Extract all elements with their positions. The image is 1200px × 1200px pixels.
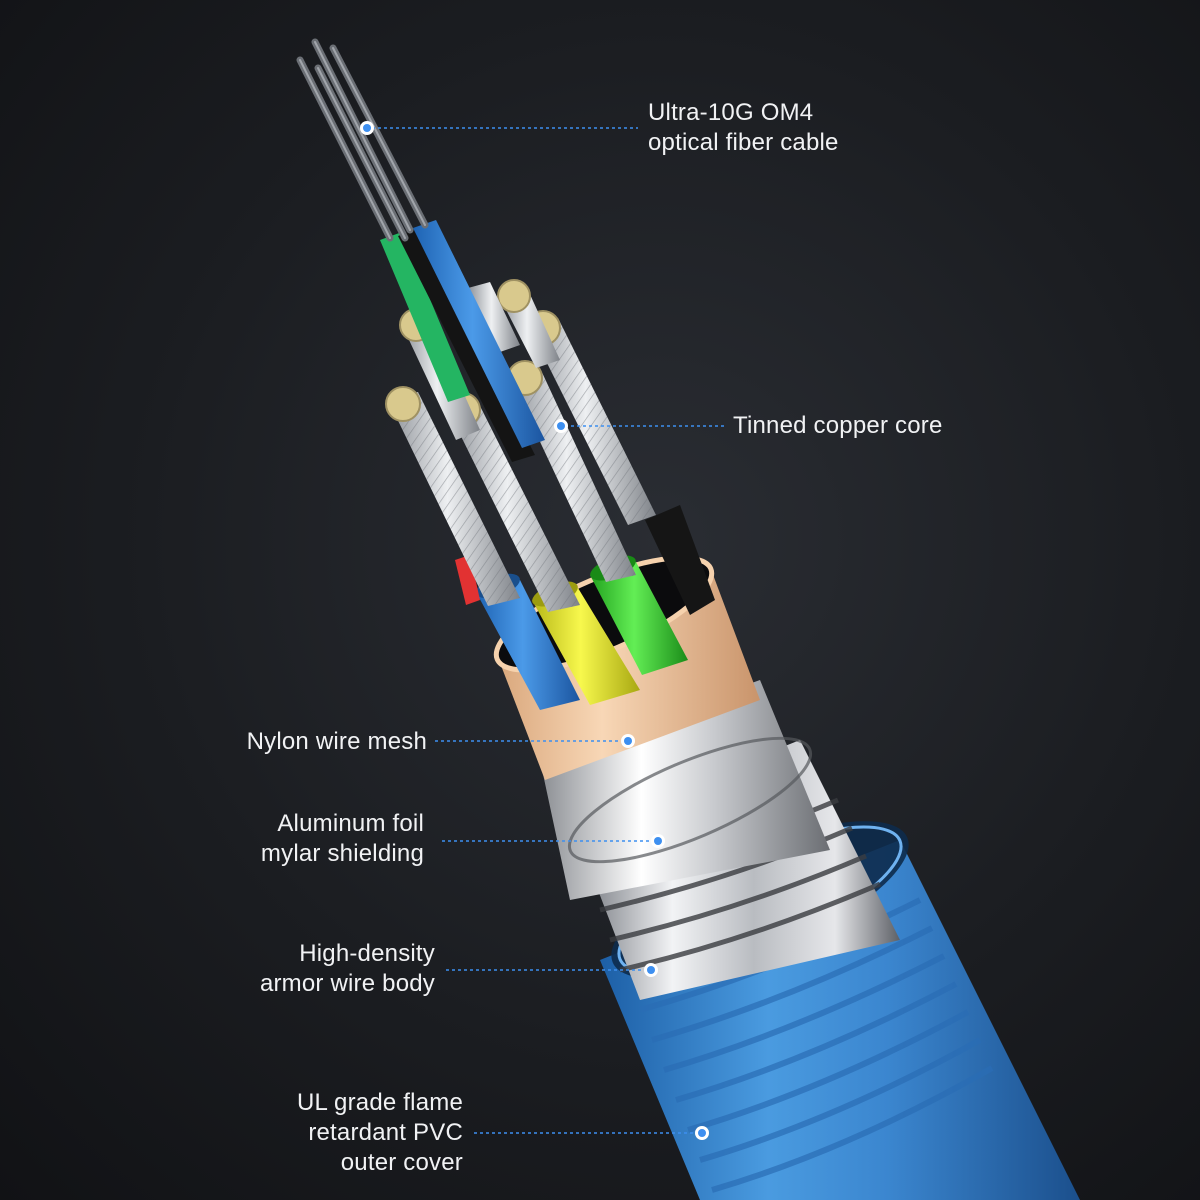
callout-dot-foil xyxy=(651,834,665,848)
label-line: optical fiber cable xyxy=(648,129,839,156)
callout-dot-pvc xyxy=(695,1126,709,1140)
label-aluminum-foil: Aluminum foil mylar shielding xyxy=(261,809,424,869)
callout-dot-nylon xyxy=(621,734,635,748)
optical-fiber-cable xyxy=(296,38,545,462)
callout-dots xyxy=(360,121,709,1140)
label-pvc-outer-cover: UL grade flame retardant PVC outer cover xyxy=(297,1088,463,1178)
label-line: armor wire body xyxy=(259,970,435,997)
label-line: mylar shielding xyxy=(260,840,424,867)
label-armor-wire-body: High-density armor wire body xyxy=(260,939,435,999)
label-line: Nylon wire mesh xyxy=(246,728,427,755)
label-nylon-wire-mesh: Nylon wire mesh xyxy=(247,727,427,757)
label-line: UL grade flame xyxy=(297,1089,463,1116)
label-optical-fiber: Ultra-10G OM4 optical fiber cable xyxy=(648,98,839,158)
callout-leaders xyxy=(372,127,724,1134)
callout-dot-armor xyxy=(644,963,658,977)
label-line: Aluminum foil xyxy=(277,810,424,837)
label-line: High-density xyxy=(299,940,435,967)
callout-dot-copper xyxy=(554,419,568,433)
label-line: Ultra-10G OM4 xyxy=(648,99,814,126)
tinned-copper-strands xyxy=(385,279,656,612)
label-line: retardant PVC xyxy=(308,1119,463,1146)
callout-dot-fiber xyxy=(360,121,374,135)
label-line: Tinned copper core xyxy=(733,412,943,439)
label-tinned-copper-core: Tinned copper core xyxy=(733,411,943,441)
label-line: outer cover xyxy=(340,1149,463,1176)
